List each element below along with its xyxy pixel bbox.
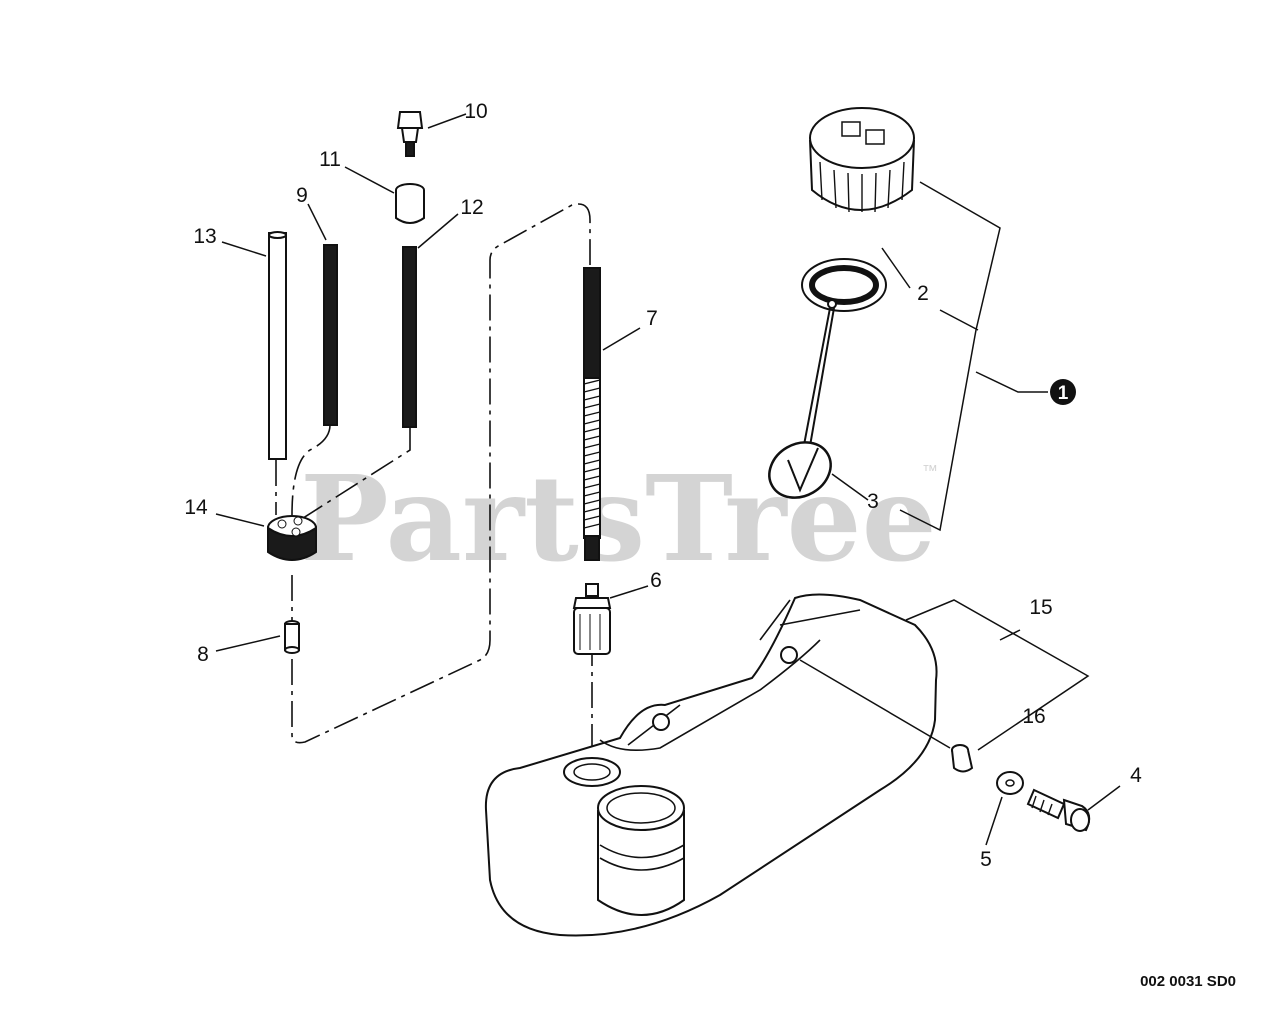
part-label-7[interactable]: 7 [646,307,658,330]
collar-part-16[interactable] [951,744,974,773]
fuel-tank-part-15[interactable] [484,593,938,937]
cap-tether-part-3[interactable] [759,299,840,509]
diagram-code: 002 0031 SD0 [1140,973,1236,990]
part-label-15[interactable]: 15 [1029,596,1052,619]
watermark: PartsTree ™ [300,449,938,588]
part-label-13[interactable]: 13 [193,225,216,248]
washer-part-5[interactable] [996,771,1024,795]
part-label-10[interactable]: 10 [464,100,487,123]
part-label-2[interactable]: 2 [917,282,929,305]
part-label-14[interactable]: 14 [184,496,208,519]
fuel-hose-part-9[interactable] [323,244,338,426]
part-label-5[interactable]: 5 [980,848,992,871]
cap-gasket-part-2[interactable] [801,258,887,312]
leader-lines [215,113,1121,846]
watermark-tm: ™ [922,463,938,480]
fuel-filter-part-6[interactable] [572,583,612,655]
part-label-12[interactable]: 12 [460,196,483,219]
part-label-11[interactable]: 11 [319,148,341,171]
fuel-hose-part-13[interactable] [268,231,287,460]
part-label-8[interactable]: 8 [197,643,209,666]
part-label-1[interactable]: 1 [1058,383,1069,404]
grommet-part-11[interactable] [395,183,425,224]
watermark-brand: PartsTree [300,449,937,588]
part-label-6[interactable]: 6 [650,569,662,592]
part-label-4[interactable]: 4 [1130,764,1142,787]
part-label-3[interactable]: 3 [867,490,879,513]
fuel-cap-part-1[interactable] [809,107,915,213]
return-line-route [291,424,331,516]
fuel-grommet-part-14[interactable] [267,515,317,561]
fuel-hose-part-12[interactable] [402,246,417,428]
fuel-line-route [291,203,591,744]
connector-part-10[interactable] [396,111,424,157]
callout-circle-1 [1050,379,1076,405]
connector-part-8[interactable] [284,620,300,654]
part-label-16[interactable]: 16 [1022,705,1045,728]
part-label-9[interactable]: 9 [296,184,308,207]
filter-route [299,428,411,521]
fuel-pipe-part-7[interactable] [583,267,601,561]
bolt-part-4[interactable] [1026,788,1091,832]
